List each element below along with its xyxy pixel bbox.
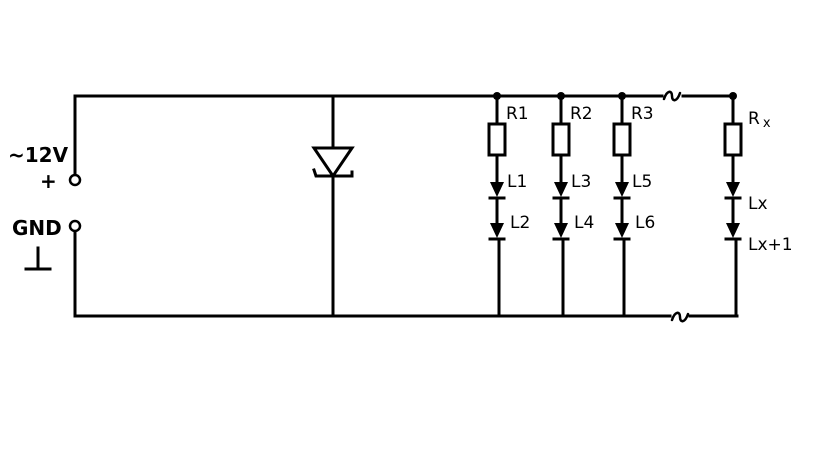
plus-terminal	[68, 173, 82, 187]
led-label: L3	[571, 172, 591, 192]
gnd-label: GND	[12, 216, 62, 240]
protection-diode-icon	[311, 94, 355, 318]
led-icon	[488, 223, 506, 241]
led-icon	[488, 182, 506, 200]
led-icon	[552, 182, 570, 200]
led-x-icon	[724, 182, 742, 200]
resistor-label: R1	[506, 104, 529, 124]
led-label: L5	[632, 172, 652, 192]
led-x1-icon	[724, 223, 742, 241]
resistor-icon	[612, 122, 632, 157]
resistor-x-icon	[723, 122, 743, 157]
led-icon	[613, 182, 631, 200]
top-rail	[73, 90, 735, 102]
led-icon	[613, 223, 631, 241]
led-icon	[552, 223, 570, 241]
gnd-terminal	[68, 219, 82, 233]
led-label: L1	[507, 172, 527, 192]
ground-symbol	[24, 246, 52, 271]
led-label: L4	[574, 213, 594, 233]
led-label: L2	[510, 213, 530, 233]
led-label: L6	[635, 213, 655, 233]
led-x-label: Lx	[748, 194, 768, 214]
resistor-icon	[551, 122, 571, 157]
left-supply-wire	[68, 94, 82, 318]
plus-label: +	[40, 169, 57, 193]
bottom-rail	[73, 311, 739, 323]
resistor-icon	[487, 122, 507, 157]
resistor-label: R2	[570, 104, 593, 124]
resistor-label: R3	[631, 104, 654, 124]
led-x1-label: Lx+1	[748, 235, 793, 255]
voltage-label: ~12V	[8, 143, 69, 167]
